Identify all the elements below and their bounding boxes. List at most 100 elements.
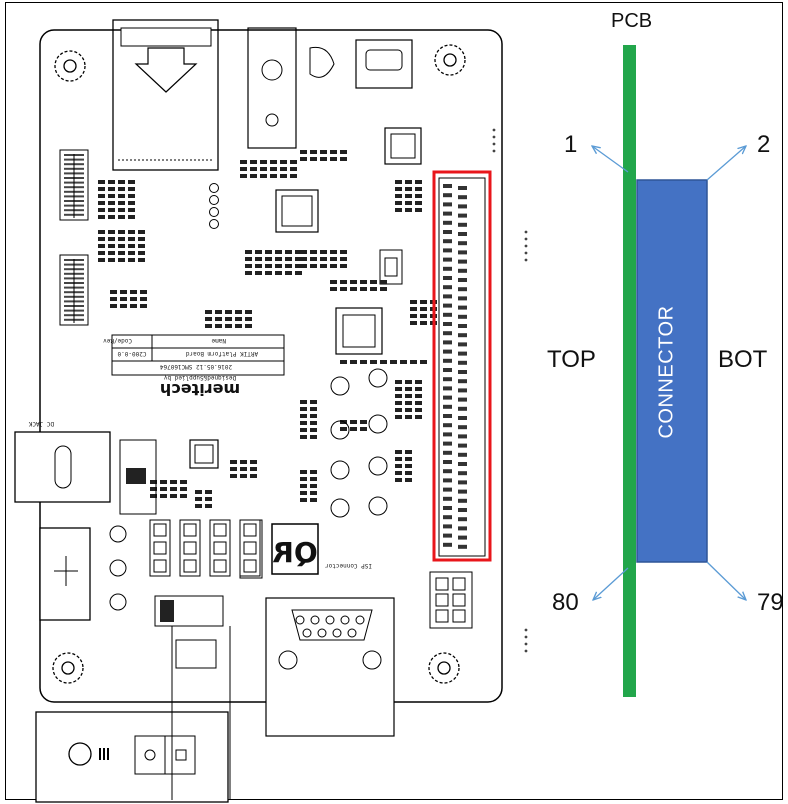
smd-pad [415,194,422,198]
smd-pad [245,257,252,261]
smd-pad [240,460,247,464]
db9-pin [302,628,312,638]
connector-pad [458,314,467,319]
connector-pad [443,404,452,409]
smd-pad [405,408,412,412]
smd-pad [98,180,105,184]
smd-pad [235,324,242,328]
connector-pad [443,414,452,418]
smd-pad [340,427,347,431]
smd-pad [350,420,357,424]
inductor [368,414,388,434]
smd-pad [410,300,417,304]
smd-pad [260,174,267,178]
smd-pad [340,250,347,254]
connector-pad [443,487,452,492]
smd-pad [405,387,412,391]
smd-pad [110,290,117,294]
connector-pad [458,342,467,347]
smd-pad [98,258,105,262]
dc-jack-label: DC JACK [28,420,54,427]
smd-pad [118,237,125,241]
smd-pad [118,258,125,262]
table-board-name: ARTIK Platform Board [185,350,258,357]
isp-pin [452,609,466,623]
smd-pad [395,187,402,191]
smd-pad [245,271,252,275]
smd-pad [330,250,337,254]
smd-pad [300,477,307,481]
edge-dot [492,128,496,132]
smd-pad [285,271,292,275]
smd-pad [265,257,272,261]
smd-pad [310,470,317,474]
jumper-pin [153,541,167,555]
smd-pad [415,394,422,398]
jumper-pin [243,559,257,573]
smd-pad [395,408,402,412]
pcb-label: PCB [611,10,653,32]
smd-pad [240,174,247,178]
smd-pad [415,380,422,384]
jumper-block [209,519,231,577]
smd-pad [108,180,115,184]
smd-pad [245,317,252,321]
smd-pad [120,297,127,301]
smd-pad [138,230,145,234]
ic-lower [189,439,219,469]
smd-pad [285,250,292,254]
smd-pad [360,427,367,431]
connector-pad [458,324,467,328]
smd-pad [310,421,317,425]
connector-pad [443,358,452,363]
isp-header [429,571,473,629]
smd-pad [290,167,297,171]
smd-pad [395,478,402,482]
smd-pad [300,470,307,474]
smd-pad [170,494,177,498]
smd-pad [380,287,387,291]
connector-label: CONNECTOR [655,305,678,439]
connector-pad [458,517,467,522]
smd-pad [310,498,317,502]
smd-pad [350,427,357,431]
smd-pad [395,201,402,205]
header-pin [209,195,219,205]
db9-pin [347,628,357,638]
isp-pin [435,593,449,607]
smd-pad [405,394,412,398]
smd-pad [128,251,135,255]
connector-pad [458,259,467,264]
smd-pad [320,264,327,268]
edge-dot [524,642,528,646]
smd-pad [300,484,307,488]
db9-pin [340,615,350,625]
edge-dot [524,258,528,262]
inductor [330,498,350,518]
usb-connector [355,39,413,89]
smd-pad [300,435,307,439]
smd-pad [240,467,247,471]
connector-pad [443,230,452,234]
smd-pad [150,487,157,491]
smd-pad [340,287,347,291]
connector-pad [458,471,467,476]
connector-pad [458,480,467,485]
smd-pad [230,460,237,464]
connector-pad [458,333,467,338]
dc-jack [14,431,157,515]
smd-pad [310,400,317,404]
db9-pin [325,615,335,625]
smd-pad [225,324,232,328]
smd-pad [320,157,327,161]
smd-pad [215,324,222,328]
smd-pad [160,494,167,498]
smd-pad [405,208,412,212]
smd-pad [330,287,337,291]
smd-pad [108,258,115,262]
connector-pad [458,388,467,393]
smd-pad [370,360,377,364]
smd-pad [118,215,125,219]
smd-pad [265,264,272,268]
smd-pad [205,317,212,321]
